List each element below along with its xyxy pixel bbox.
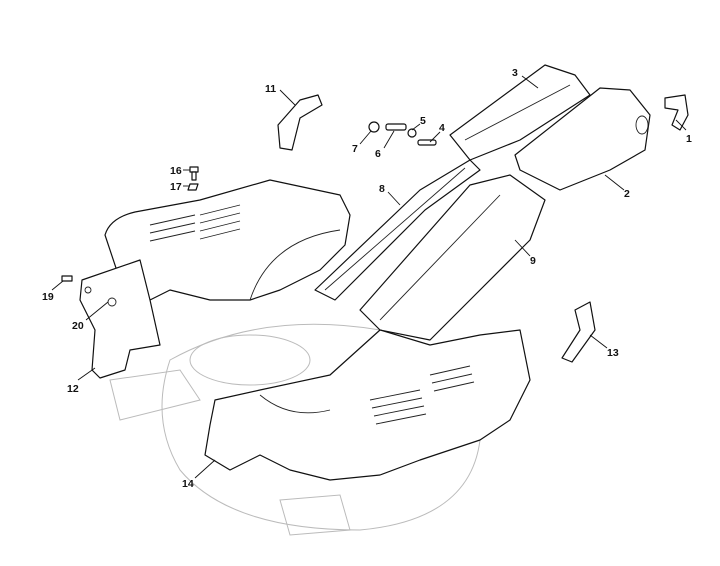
left-housing <box>104 179 351 301</box>
part-13-bracket <box>561 301 596 363</box>
callout-7: 7 <box>352 130 372 155</box>
callout-14: 14 <box>182 459 216 490</box>
callout-2: 2 <box>604 174 630 200</box>
part-3-cover <box>449 64 591 161</box>
hardware-16-17-19 <box>61 166 199 282</box>
callout-5: 5 <box>411 115 426 131</box>
svg-text:16: 16 <box>170 165 182 177</box>
part-8-strip <box>314 159 481 301</box>
svg-text:4: 4 <box>439 122 445 134</box>
callout-6: 6 <box>375 130 395 160</box>
callout-1: 1 <box>675 119 692 145</box>
callout-13: 13 <box>589 334 619 359</box>
callout-8: 8 <box>379 183 401 206</box>
part-14-front-housing <box>204 329 531 481</box>
part-2-extension <box>514 87 651 191</box>
svg-text:1: 1 <box>686 133 692 145</box>
callout-11: 11 <box>265 83 296 106</box>
hardware-4-7 <box>368 121 437 146</box>
callout-16: 16 <box>170 165 190 177</box>
callout-19: 19 <box>42 280 64 303</box>
svg-text:5: 5 <box>420 115 426 127</box>
mower-deck <box>109 323 481 536</box>
callout-17: 17 <box>170 181 189 193</box>
callout-9: 9 <box>514 239 536 267</box>
svg-text:13: 13 <box>607 347 619 359</box>
svg-text:17: 17 <box>170 181 182 193</box>
svg-text:14: 14 <box>182 478 194 490</box>
svg-text:8: 8 <box>379 183 385 195</box>
svg-text:6: 6 <box>375 148 381 160</box>
svg-text:9: 9 <box>530 255 536 267</box>
part-9-chute <box>359 174 546 341</box>
svg-text:7: 7 <box>352 143 358 155</box>
svg-text:3: 3 <box>512 67 518 79</box>
part-12-side-plate <box>79 259 161 379</box>
svg-text:20: 20 <box>72 320 84 332</box>
svg-text:2: 2 <box>624 188 630 200</box>
callout-4: 4 <box>429 122 445 143</box>
callout-3: 3 <box>512 67 539 89</box>
svg-text:12: 12 <box>67 383 79 395</box>
svg-text:11: 11 <box>265 83 276 95</box>
part-1-bracket <box>664 94 689 131</box>
callout-20: 20 <box>72 301 109 332</box>
part-11-bracket <box>277 94 323 151</box>
svg-text:19: 19 <box>42 291 54 303</box>
callout-12: 12 <box>67 367 96 395</box>
